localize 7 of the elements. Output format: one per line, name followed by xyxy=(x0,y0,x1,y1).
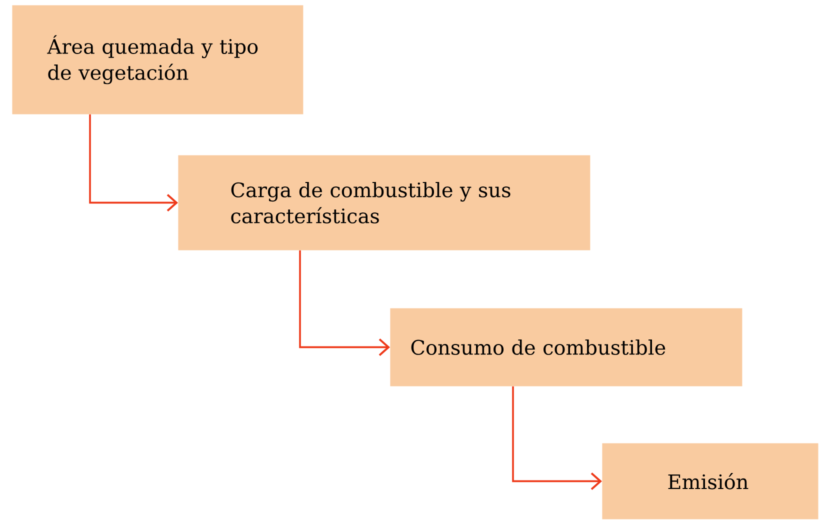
process-box: Emisión xyxy=(602,443,818,520)
arrow xyxy=(512,386,602,490)
process-box: Consumo de combustible xyxy=(390,308,742,386)
process-box: Carga de combustible y sus características xyxy=(178,155,590,250)
process-box: Área quemada y tipo de vegetación xyxy=(12,5,304,114)
arrow xyxy=(299,250,390,356)
arrow xyxy=(89,114,178,212)
